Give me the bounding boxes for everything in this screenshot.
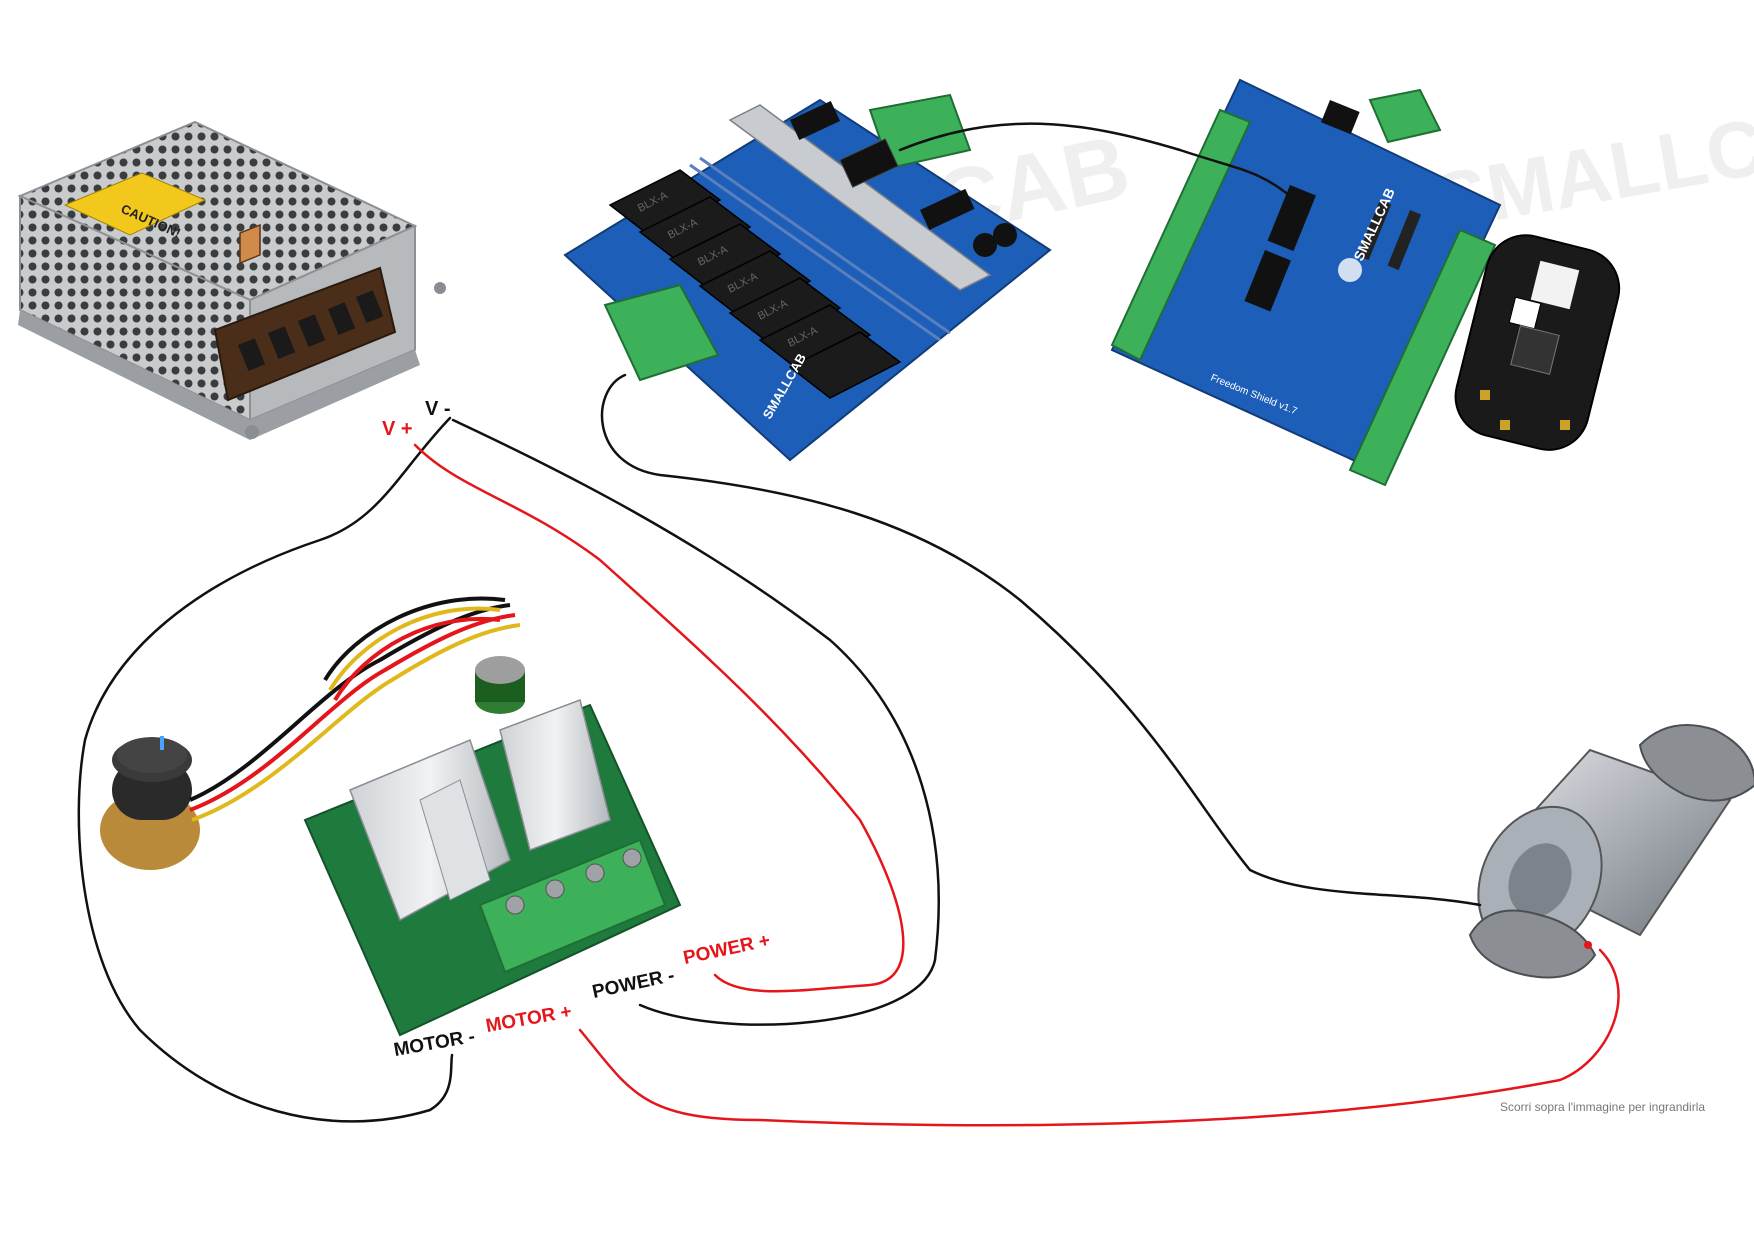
dc-motor	[1468, 724, 1754, 979]
wire-motor-plus-to-motor	[578, 948, 1620, 1127]
pwm-terminal-block	[478, 838, 667, 974]
mcu-board	[1454, 234, 1621, 451]
psu-vminus-label: V -	[425, 398, 451, 420]
potentiometer	[100, 736, 200, 870]
zoom-hint: Scorri sopra l'immagine per ingrandirla	[1500, 1100, 1706, 1114]
pwm-controller	[100, 596, 682, 1037]
relay-terminal	[603, 93, 972, 382]
shield-board: SMALLCAB	[1110, 78, 1502, 487]
wires	[77, 122, 1620, 1127]
wire-relay-to-shield	[898, 122, 1297, 202]
relay-board	[563, 93, 1052, 462]
wire-vminus-to-motor-minus	[77, 416, 454, 1123]
relay-row	[608, 169, 902, 399]
psu-terminal-block	[213, 223, 397, 402]
power-supply: CAUTION!	[17, 120, 446, 440]
wire-vplus-to-power-plus	[413, 443, 905, 993]
caution-label	[63, 172, 207, 236]
wire-relay-to-motor	[600, 373, 1482, 907]
wire-vminus-to-power-minus	[451, 418, 940, 1026]
psu-vplus-label: V +	[382, 418, 413, 440]
